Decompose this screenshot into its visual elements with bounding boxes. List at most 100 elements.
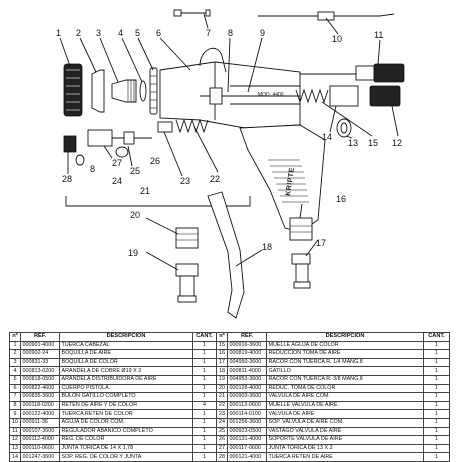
table-cell: 000916-3600 <box>227 340 267 351</box>
column-header: DESCRIPCIÓN <box>266 332 424 342</box>
table-cell: 000114-0100 <box>227 409 267 419</box>
table-cell: 10 <box>9 417 21 428</box>
table-cell: 1 <box>192 417 217 428</box>
table-cell: 1 <box>423 383 450 394</box>
callout-23: 23 <box>180 176 190 186</box>
callout-2: 2 <box>76 28 81 38</box>
callout-25: 25 <box>130 166 140 176</box>
table-cell: SOP. REG. DE COLOR Y JUNTA <box>59 452 193 462</box>
table-cell: 000901-4000 <box>20 340 60 351</box>
table-cell: 1 <box>192 426 217 437</box>
table-cell: 000831-33 <box>20 357 60 368</box>
callout-19: 19 <box>128 248 138 258</box>
callout-24: 24 <box>112 176 122 186</box>
table-cell: 1 <box>423 349 450 359</box>
table-cell: 000911-36 <box>20 417 60 428</box>
callout-numbers: 1 2 3 4 5 6 7 8 9 10 11 12 13 14 15 16 1… <box>56 28 402 258</box>
callout-9: 9 <box>260 28 265 38</box>
table-cell: 000811-4000 <box>227 366 267 376</box>
rear-assembly-drawing <box>200 63 405 138</box>
table-cell: REDUC. TOMA DE COLOR <box>266 383 424 394</box>
table-cell: 000835-3600 <box>20 392 60 402</box>
column-header: DESCRIPCIÓN <box>59 332 193 342</box>
callout-1: 1 <box>56 28 61 38</box>
callout-10: 10 <box>332 34 342 44</box>
table-cell: 000113-0600 <box>227 400 267 411</box>
table-cell: MUELLE VALVULA DE AIRE <box>266 400 424 411</box>
table-cell: 7 <box>9 392 21 402</box>
callout-18: 18 <box>262 242 272 252</box>
table-cell: 27 <box>216 443 228 454</box>
table-cell: 1 <box>192 366 217 376</box>
table-cell: 6 <box>9 383 21 394</box>
table-cell: 1 <box>9 340 21 351</box>
table-cell: JUNTA TORICA DE 13 X 2 <box>266 443 424 454</box>
table-cell: 13 <box>9 443 21 454</box>
callout-14: 14 <box>322 132 332 142</box>
table-cell: 2 <box>9 349 21 359</box>
table-cell: 1 <box>423 400 450 411</box>
table-cell: 1 <box>423 426 450 437</box>
table-cell: 1 <box>423 435 450 445</box>
table-cell: RACOR CON TUERCA R. 3/8 MANG.8 <box>266 374 424 385</box>
callout-5: 5 <box>135 28 140 38</box>
table-cell: BULON GATILLO COMPLETO <box>59 392 193 402</box>
table-cell: 1 <box>423 409 450 419</box>
table-cell: 001247-3600 <box>20 452 60 462</box>
table-cell: 16 <box>216 349 228 359</box>
table-cell: TUERCA RETEN DE COLOR <box>59 409 193 419</box>
table-cell: ARANDELA DE COBRE Ø19 X 2 <box>59 366 193 376</box>
table-cell: 000818-0500 <box>20 374 60 385</box>
table-cell: 000118-0200 <box>20 400 60 411</box>
table-cell: 21 <box>216 392 228 402</box>
table-cell: 000128-4000 <box>227 383 267 394</box>
table-cell: BOQUILLA DE COLOR <box>59 357 193 368</box>
table-cell: 23 <box>216 409 228 419</box>
table-cell: 1 <box>423 374 450 385</box>
callout-8: 8 <box>228 28 233 38</box>
table-cell: MUELLE AGUJA DE COLOR <box>266 340 424 351</box>
table-cell: TUERCA CABEZAL <box>59 340 193 351</box>
callout-8-lower: 8 <box>90 164 95 174</box>
table-cell: 1 <box>192 357 217 368</box>
table-cell: 1 <box>192 392 217 402</box>
table-cell: 000813-0200 <box>20 366 60 376</box>
needle-drawing <box>258 11 395 21</box>
table-cell: 1 <box>192 340 217 351</box>
column-header: nº <box>216 332 228 342</box>
callout-28: 28 <box>62 174 72 184</box>
table-cell: 1 <box>423 417 450 428</box>
table-cell: 000903-3600 <box>227 392 267 402</box>
gun-body-drawing: KRIPTE MOD. 4400 <box>159 47 326 233</box>
callout-27: 27 <box>112 158 122 168</box>
table-cell: 8 <box>9 400 21 411</box>
callout-22: 22 <box>210 174 220 184</box>
table-cell: 1 <box>423 443 450 454</box>
table-cell: 11 <box>9 426 21 437</box>
table-cell: 28 <box>216 452 228 462</box>
table-cell: REGULADOR ABANICO COMPLETO <box>59 426 193 437</box>
callout-26: 26 <box>150 156 160 166</box>
air-valve-drawing <box>63 118 251 207</box>
table-cell: JUNTA TORICA DE 14 X 1,78 <box>59 443 193 454</box>
table-cell: 25 <box>216 426 228 437</box>
table-cell: 5 <box>9 374 21 385</box>
table-cell: ARANDELA DISTRIBUIDORA DE AIRE <box>59 374 193 385</box>
callout-16: 16 <box>336 194 346 204</box>
table-cell: 14 <box>9 452 21 462</box>
table-cell: 1 <box>423 392 450 402</box>
table-cell: 20 <box>216 383 228 394</box>
table-cell: VALVULA DE AIRE COM. <box>266 392 424 402</box>
table-cell: TUERCA RETEN DE AIRE <box>266 452 424 462</box>
table-cell: 000819-4000 <box>227 349 267 359</box>
